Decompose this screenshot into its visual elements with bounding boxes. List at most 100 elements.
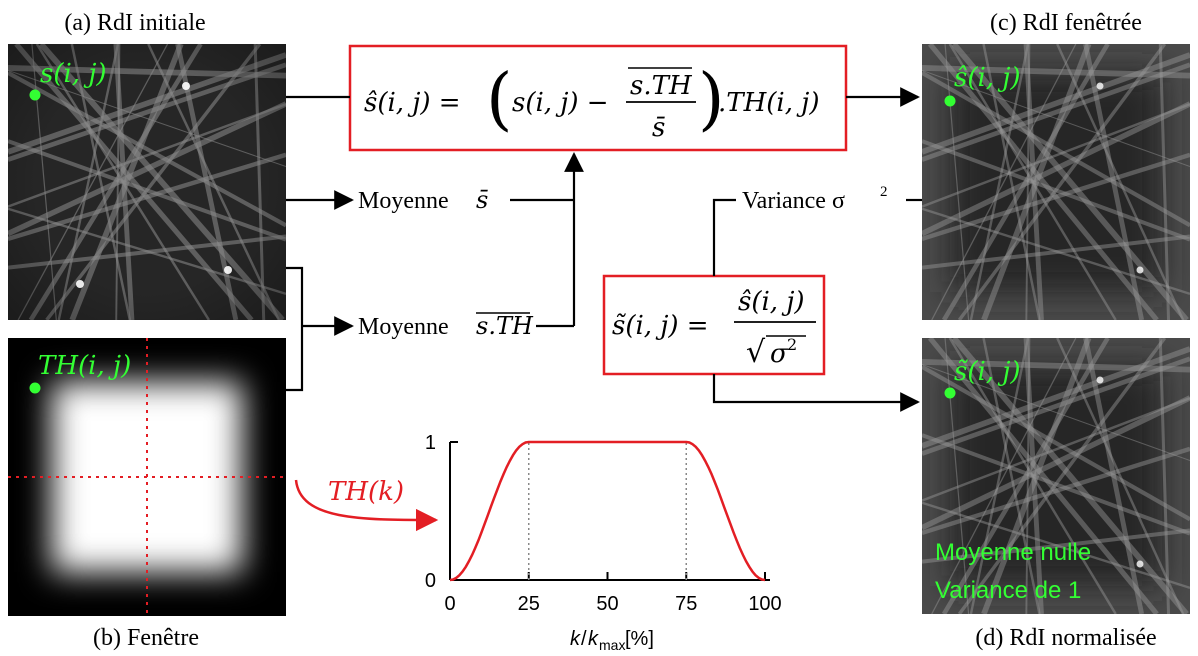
formula-norm-lhs: s̃(i, j) = bbox=[612, 311, 709, 341]
kikuchi-band bbox=[922, 346, 1190, 449]
kikuchi-band bbox=[922, 528, 1190, 564]
kikuchi-band bbox=[1023, 338, 1044, 614]
mean-sth-symbol: s.TH bbox=[476, 312, 534, 340]
point-s-marker bbox=[29, 89, 41, 101]
kikuchi-band bbox=[951, 338, 1189, 614]
xlabel-kmax: k bbox=[588, 628, 599, 650]
kikuchi-band bbox=[1023, 44, 1044, 320]
kikuchi-band bbox=[1025, 338, 1031, 614]
kikuchi-band bbox=[927, 338, 1159, 614]
kikuchi-band bbox=[931, 44, 1077, 320]
formula-close-paren: ) bbox=[698, 60, 725, 139]
connectors bbox=[286, 87, 922, 412]
point-s-label: s(i, j) bbox=[40, 59, 107, 89]
kikuchi-band bbox=[969, 44, 1030, 320]
formula-rhs: .TH(i, j) bbox=[718, 88, 819, 118]
panel-a-title: (a) RdI initiale bbox=[64, 10, 205, 36]
xlabel-max-sub: max bbox=[599, 637, 625, 653]
mean-sth-text: Moyenne bbox=[358, 314, 449, 340]
panel-d-image bbox=[922, 338, 1190, 614]
th-chart: 0 25 50 75 100 0 1 k / k max [%] bbox=[425, 432, 782, 653]
kikuchi-band bbox=[922, 395, 1190, 531]
formula-norm-num: ŝ(i, j) bbox=[738, 287, 805, 317]
kikuchi-band bbox=[922, 139, 1190, 242]
formula-s-term: s(i, j) − bbox=[512, 88, 609, 118]
kikuchi-band bbox=[944, 338, 970, 614]
th-curve-label: TH(k) bbox=[328, 477, 404, 507]
chart-x-tick-label: 100 bbox=[748, 593, 781, 615]
chart-y-tick-label: 0 bbox=[425, 570, 436, 592]
kikuchi-band bbox=[944, 44, 970, 320]
kikuchi-band bbox=[922, 363, 1190, 462]
formula-windowed-box bbox=[348, 44, 848, 152]
kikuchi-band bbox=[922, 52, 1190, 155]
point-shat-label: ŝ(i, j) bbox=[954, 63, 1021, 93]
connector-variance-to-norm bbox=[712, 198, 736, 276]
kikuchi-band bbox=[969, 338, 1030, 614]
formula-normalized: s̃(i, j) = ŝ(i, j) √ σ 2 bbox=[612, 287, 816, 370]
kikuchi-band bbox=[922, 501, 1190, 589]
chart-series-line bbox=[449, 440, 766, 582]
chart-x-tick-label: 25 bbox=[518, 593, 540, 615]
panel-d-title: (d) RdI normalisée bbox=[975, 625, 1156, 651]
kikuchi-band bbox=[922, 102, 1190, 208]
kikuchi-band bbox=[922, 65, 1190, 79]
formula-windowed: ŝ(i, j) = ( s(i, j) − s.TH s̄ ) .TH(i, j… bbox=[364, 60, 819, 143]
chart-y-tick-label: 1 bbox=[425, 432, 436, 454]
panel-d-note-mean: Moyenne nulle bbox=[935, 539, 1091, 566]
point-stilde-marker bbox=[944, 387, 956, 399]
panel-c-image bbox=[922, 44, 1190, 320]
chart-x-tick-label: 75 bbox=[675, 593, 697, 615]
mean-s-symbol: s̄ bbox=[476, 186, 489, 214]
formula-norm-sigma: σ bbox=[770, 339, 789, 369]
kikuchi-band bbox=[1083, 44, 1145, 320]
xlabel-k: k bbox=[570, 628, 581, 650]
formula-frac-den: s̄ bbox=[652, 113, 666, 143]
mean-s-text: Moyenne bbox=[358, 188, 449, 214]
kikuchi-band bbox=[941, 338, 1110, 614]
kikuchi-band bbox=[931, 338, 1077, 614]
arrow-norm-to-d bbox=[712, 374, 920, 412]
mean-s-label: Moyenne s̄ bbox=[358, 186, 489, 214]
kikuchi-band bbox=[922, 69, 1190, 168]
chart-x-tick-label: 50 bbox=[596, 593, 618, 615]
kikuchi-band bbox=[922, 207, 1190, 295]
panel-d-note-variance: Variance de 1 bbox=[935, 577, 1081, 604]
kikuchi-band bbox=[922, 356, 1190, 456]
kikuchi-band bbox=[1158, 44, 1171, 320]
kikuchi-band bbox=[922, 446, 1190, 536]
point-th-label: TH(i, j) bbox=[38, 351, 131, 381]
mean-sth-label: Moyenne s.TH bbox=[358, 312, 534, 340]
kikuchi-band bbox=[927, 44, 1159, 320]
kikuchi-band bbox=[981, 338, 1092, 614]
variance-exponent: 2 bbox=[880, 184, 888, 200]
chart-x-tick-label: 0 bbox=[444, 593, 455, 615]
kikuchi-band bbox=[1056, 44, 1185, 320]
formula-lhs: ŝ(i, j) = bbox=[364, 88, 461, 118]
kikuchi-band bbox=[1056, 338, 1185, 614]
panel-b-image bbox=[8, 338, 286, 616]
panel-c-title: (c) RdI fenêtrée bbox=[990, 10, 1142, 36]
kikuchi-band bbox=[922, 365, 1190, 522]
kikuchi-band bbox=[1083, 338, 1145, 614]
kikuchi-band bbox=[957, 338, 1167, 614]
kikuchi-band bbox=[981, 44, 1092, 320]
kikuchi-band bbox=[941, 44, 1110, 320]
formula-open-paren: ( bbox=[486, 60, 513, 139]
bracket-a-b bbox=[286, 266, 304, 392]
variance-label: Variance σ 2 bbox=[742, 184, 888, 214]
formula-norm-sqrt: √ bbox=[746, 335, 766, 370]
kikuchi-band bbox=[922, 101, 1190, 237]
kikuchi-band bbox=[922, 396, 1190, 502]
kikuchi-band bbox=[948, 44, 1117, 320]
kikuchi-band bbox=[1025, 44, 1031, 320]
xlabel-unit: [%] bbox=[625, 628, 654, 650]
kikuchi-band bbox=[1158, 338, 1171, 614]
panel-a-image bbox=[8, 44, 286, 320]
kikuchi-band bbox=[922, 62, 1190, 162]
formula-normalized-box bbox=[602, 274, 826, 376]
kikuchi-band bbox=[982, 338, 1041, 614]
xlabel-slash: / bbox=[581, 628, 587, 650]
kikuchi-band bbox=[922, 433, 1190, 536]
kikuchi-band bbox=[957, 44, 1167, 320]
